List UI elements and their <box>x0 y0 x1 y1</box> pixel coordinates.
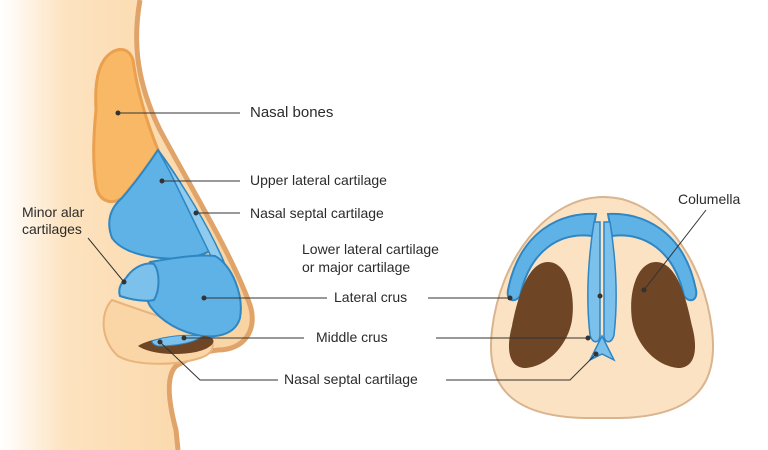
label-minor-alar-line1: Minor alar <box>22 204 85 220</box>
dot-middle-crus <box>181 335 187 341</box>
nose-base-skin <box>490 195 714 419</box>
dot-lateral-crus-bottom <box>507 295 513 301</box>
label-nasal-septal-cartilage-upper: Nasal septal cartilage <box>250 205 384 221</box>
face-profile-outline <box>134 0 255 450</box>
minor-alar-cartilage-shape <box>118 262 160 302</box>
middle-crus-left-shape <box>587 221 601 343</box>
dot-nasal-bones <box>115 110 121 116</box>
label-columella: Columella <box>678 191 741 207</box>
dot-minor-alar <box>121 279 127 285</box>
label-nasal-bones: Nasal bones <box>250 104 334 121</box>
label-minor-alar-line2: cartilages <box>22 221 82 237</box>
label-upper-lateral-cartilage: Upper lateral cartilage <box>250 172 387 188</box>
leader-lines <box>87 112 707 381</box>
dot-columella-right <box>641 287 647 293</box>
lateral-crus-right-shape <box>606 212 698 302</box>
nostril-left-shape <box>508 262 573 368</box>
dot-upper-lateral <box>159 178 165 184</box>
lateral-crus-shape <box>143 254 242 338</box>
leader-dots <box>115 110 647 357</box>
dot-septal-upper <box>193 210 199 216</box>
label-lower-lateral-line1: Lower lateral cartilage <box>302 241 439 257</box>
leader-septal-lower <box>159 341 278 381</box>
leader-columella <box>643 209 707 291</box>
dot-middle-crus-bottom <box>585 335 591 341</box>
label-nasal-septal-cartilage-lower: Nasal septal cartilage <box>284 371 418 387</box>
label-middle-crus: Middle crus <box>316 329 388 345</box>
middle-crus-right-shape <box>603 221 617 343</box>
label-lateral-crus: Lateral crus <box>334 289 408 305</box>
dot-septal-lower <box>157 339 163 345</box>
leader-septal-lower-bottom <box>446 353 597 381</box>
dot-septal-lower-bottom <box>593 351 599 357</box>
dot-columella-center <box>597 293 603 299</box>
nostril-right-shape <box>631 262 696 368</box>
leader-minor-alar <box>87 237 125 283</box>
label-lower-lateral-line2: or major cartilage <box>302 259 411 275</box>
dot-lateral-crus <box>201 295 207 301</box>
